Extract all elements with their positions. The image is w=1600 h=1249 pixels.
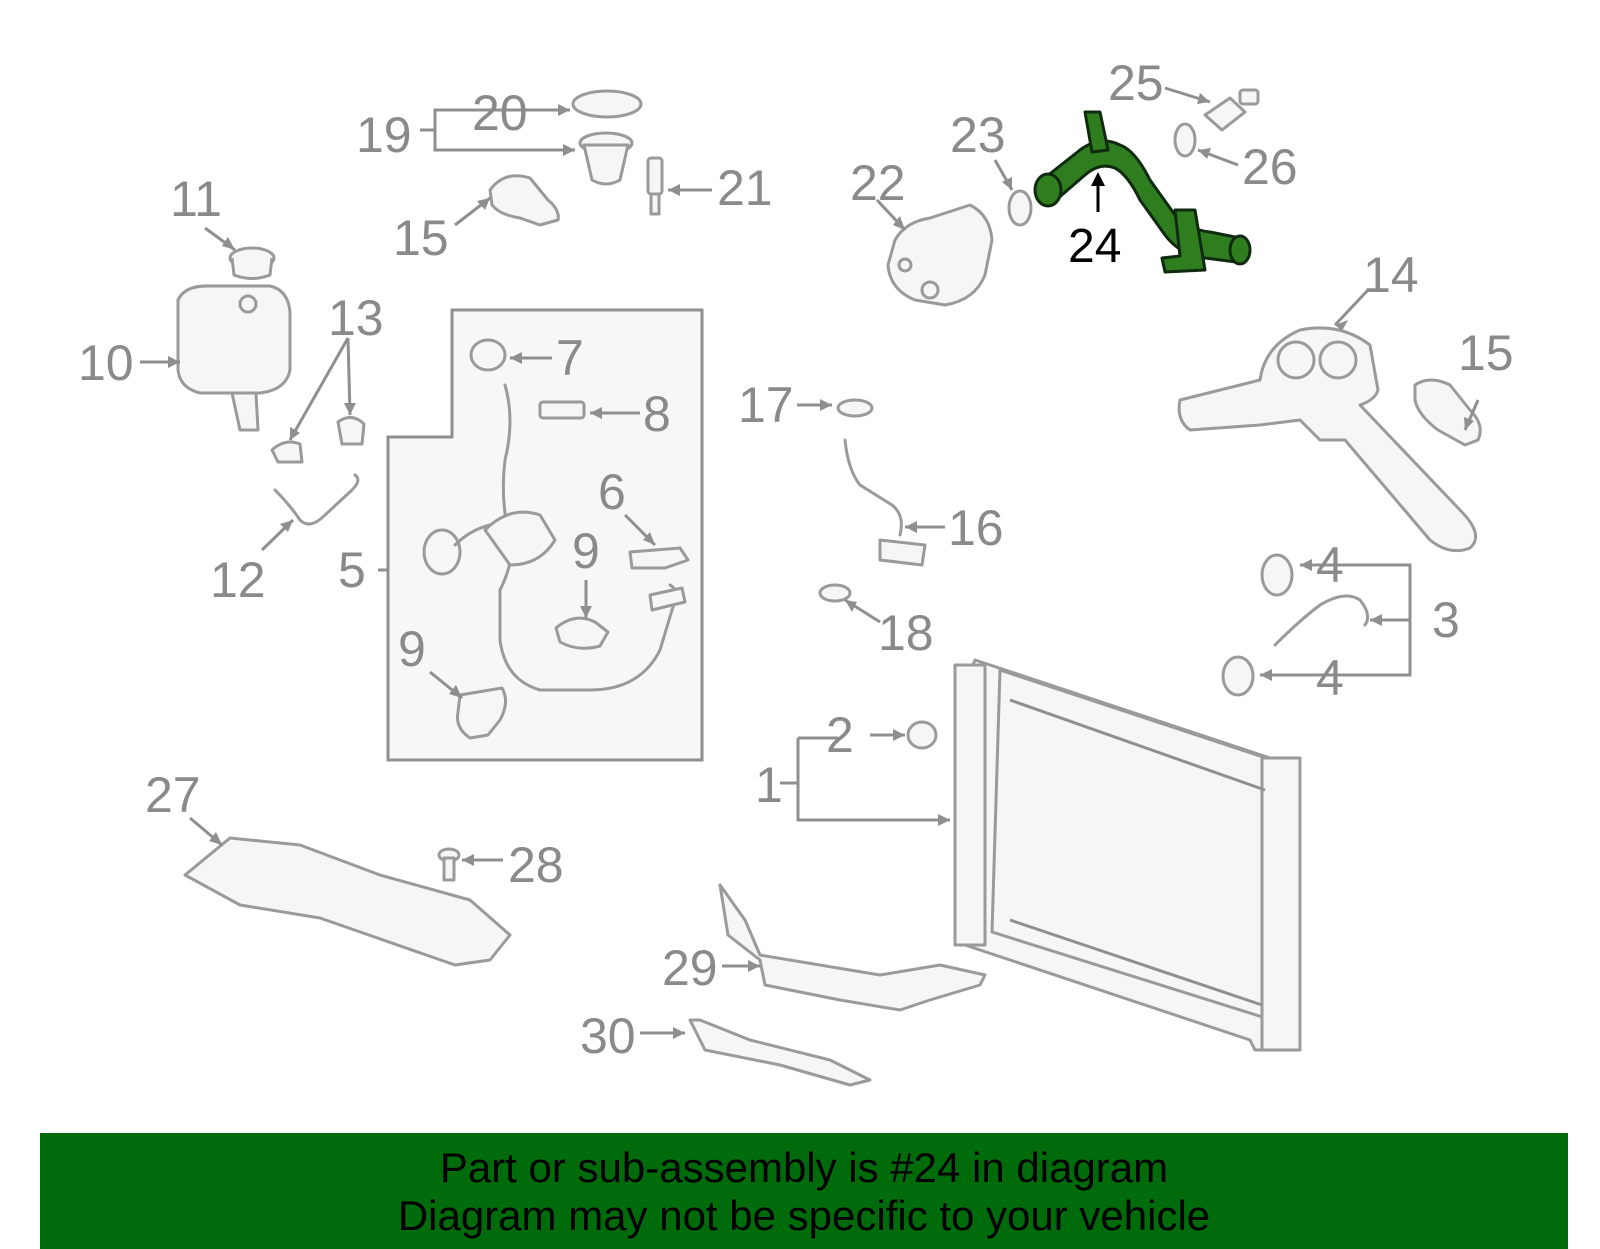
part-1-radiator[interactable] xyxy=(953,658,1302,1052)
callout-14[interactable]: 14 xyxy=(1363,247,1419,303)
callout-15-right[interactable]: 15 xyxy=(1458,325,1514,381)
callout-6[interactable]: 6 xyxy=(598,464,626,520)
callout-7[interactable]: 7 xyxy=(556,330,584,386)
callout-4-upper[interactable]: 4 xyxy=(1316,537,1344,593)
part-28-push-pin[interactable] xyxy=(437,847,461,882)
callout-27[interactable]: 27 xyxy=(145,767,201,823)
callout-28[interactable]: 28 xyxy=(508,837,564,893)
callout-12[interactable]: 12 xyxy=(210,552,266,608)
callout-2[interactable]: 2 xyxy=(826,707,854,763)
part-23-o-ring[interactable] xyxy=(1007,189,1033,227)
part-22-thermostat-housing[interactable] xyxy=(886,203,994,307)
part-26-o-ring[interactable] xyxy=(1173,122,1197,158)
part-12-hose[interactable] xyxy=(273,473,360,526)
part-13-clip-b[interactable] xyxy=(336,416,366,446)
callout-16[interactable]: 16 xyxy=(948,500,1004,556)
part-21-sensor[interactable] xyxy=(646,156,664,216)
footer-line-disclaimer: Diagram may not be specific to your vehi… xyxy=(397,1192,1211,1239)
callout-17[interactable]: 17 xyxy=(738,377,794,433)
callout-4-lower[interactable]: 4 xyxy=(1316,650,1344,706)
part-15-gasket-top[interactable] xyxy=(488,174,560,227)
callout-9-upper[interactable]: 9 xyxy=(572,523,600,579)
part-15-gasket-right[interactable] xyxy=(1413,378,1482,447)
callout-9-lower[interactable]: 9 xyxy=(398,621,426,677)
callout-11[interactable]: 11 xyxy=(170,171,222,227)
footer-line-part-number: Part or sub-assembly is #24 in diagram xyxy=(439,1144,1169,1191)
part-5-hose-assembly[interactable] xyxy=(422,383,687,692)
callout-1[interactable]: 1 xyxy=(755,757,783,813)
part-7-clamp[interactable] xyxy=(469,338,507,372)
callout-10[interactable]: 10 xyxy=(78,335,134,391)
part-10-coolant-reservoir[interactable] xyxy=(176,284,292,432)
callout-19[interactable]: 19 xyxy=(356,107,412,163)
part-14-water-crossover[interactable] xyxy=(1177,326,1478,553)
part-2-insulator[interactable] xyxy=(906,720,938,750)
callout-26[interactable]: 26 xyxy=(1242,139,1298,195)
part-9-clamp-lower[interactable] xyxy=(456,686,507,740)
callout-22[interactable]: 22 xyxy=(850,155,906,211)
callout-5[interactable]: 5 xyxy=(338,542,366,598)
part-9-clamp-upper[interactable] xyxy=(554,616,610,650)
part-11-reservoir-cap[interactable] xyxy=(228,246,276,280)
part-4-clamp-upper[interactable] xyxy=(1260,553,1294,597)
part-25-sensor[interactable] xyxy=(1203,88,1260,132)
part-13-clip-a[interactable] xyxy=(270,440,304,464)
callout-24[interactable]: 24 xyxy=(1068,220,1121,273)
callout-3[interactable]: 3 xyxy=(1432,592,1460,648)
callout-21[interactable]: 21 xyxy=(717,160,773,216)
part-6-clamp[interactable] xyxy=(628,546,690,570)
footer-banner: Part or sub-assembly is #24 in diagram D… xyxy=(40,1133,1568,1249)
part-4-clamp-lower[interactable] xyxy=(1221,655,1255,697)
callout-20[interactable]: 20 xyxy=(472,85,528,141)
part-19-thermostat[interactable] xyxy=(578,131,634,186)
callout-13[interactable]: 13 xyxy=(328,290,384,346)
part-29-air-deflector[interactable] xyxy=(718,883,987,1012)
part-16-bypass-pipe[interactable] xyxy=(843,438,903,537)
callout-23[interactable]: 23 xyxy=(950,107,1006,163)
arrowheads xyxy=(168,93,1474,1039)
callout-8[interactable]: 8 xyxy=(643,386,671,442)
part-18-o-ring[interactable] xyxy=(818,583,852,603)
part-17-o-ring[interactable] xyxy=(836,398,874,418)
part-24-coolant-pipe[interactable] xyxy=(1033,110,1252,274)
callout-25[interactable]: 25 xyxy=(1108,55,1164,111)
callout-18[interactable]: 18 xyxy=(878,605,934,661)
part-30-lower-deflector[interactable] xyxy=(688,1018,872,1087)
part-16-flange[interactable] xyxy=(878,538,927,567)
part-3-hose[interactable] xyxy=(1273,594,1370,647)
arrowhead-24 xyxy=(1091,172,1105,186)
callout-15-top[interactable]: 15 xyxy=(393,210,449,266)
callout-30[interactable]: 30 xyxy=(580,1008,636,1064)
part-20-gasket[interactable] xyxy=(571,89,643,119)
part-8-sensor[interactable] xyxy=(538,400,586,420)
part-27-splash-shield[interactable] xyxy=(183,836,512,967)
callout-29[interactable]: 29 xyxy=(662,940,718,996)
